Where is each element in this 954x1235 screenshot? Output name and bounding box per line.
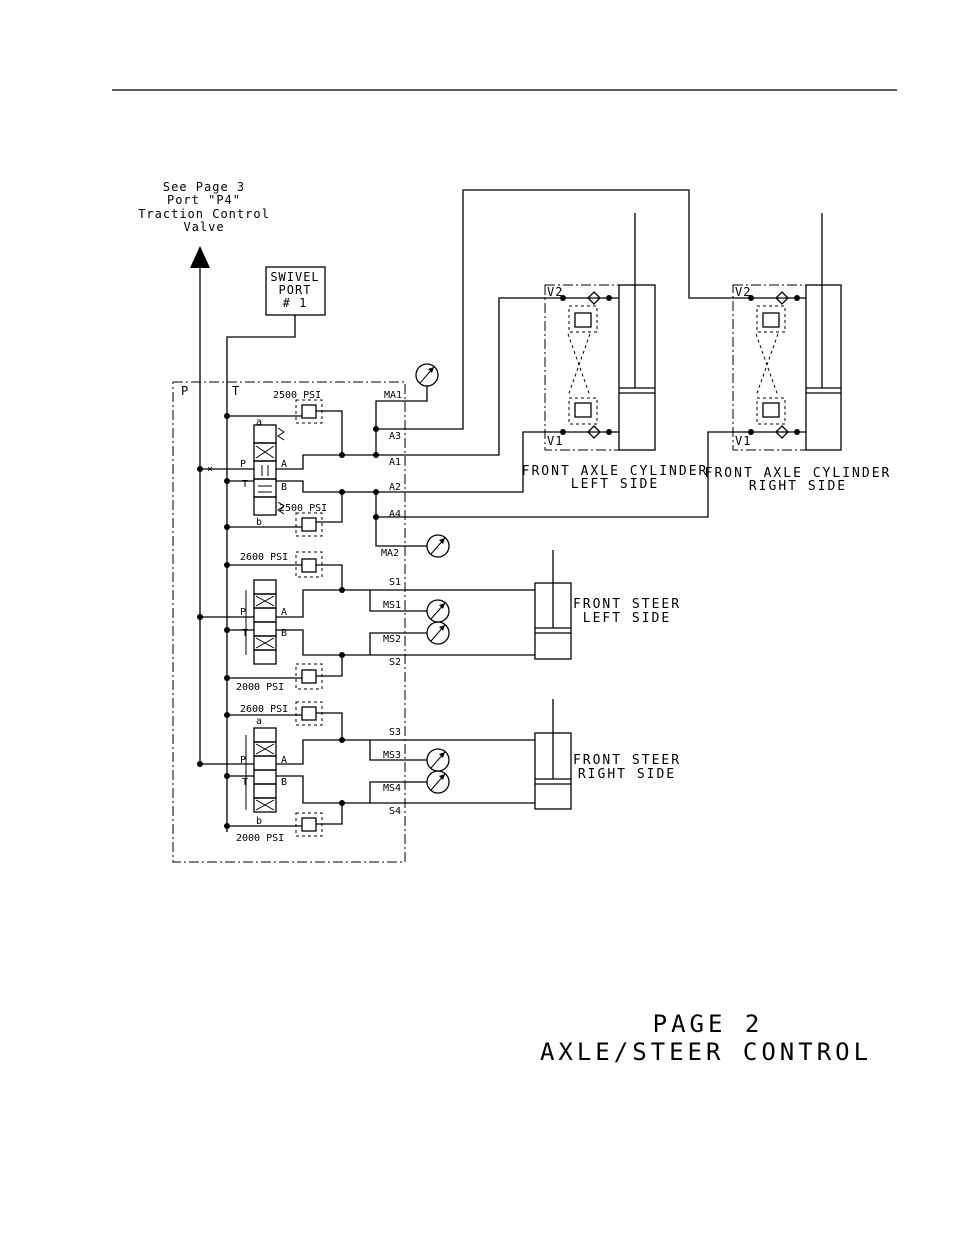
axle-left-v2: V2 — [547, 285, 563, 299]
port-a1: A1 — [389, 457, 401, 468]
manifold-boundary — [172, 381, 406, 863]
relief-r1: 2500 PSI — [273, 390, 321, 401]
relief-r4: 2000 PSI — [236, 682, 284, 693]
axle-right-v2: V2 — [735, 285, 751, 299]
gauge-ms2-icon — [369, 621, 450, 655]
valve1-p: P — [240, 459, 246, 470]
sol-b-label-3: b — [256, 816, 262, 827]
tank-line — [226, 315, 296, 832]
port-ms3: MS3 — [383, 750, 401, 761]
port-s4: S4 — [389, 806, 401, 817]
relief-r5: 2600 PSI — [240, 704, 288, 715]
steer-cylinder-left: FRONT STEER LEFT SIDE — [534, 550, 681, 660]
port-ms4: MS4 — [383, 783, 401, 794]
swivel-port-line2: PORT — [279, 283, 312, 297]
manifold-port-p: P — [181, 384, 189, 398]
valve-section-steer-right: a b P T A B 2600 PSI 2000 PSI — [197, 701, 535, 844]
valve2-b: B — [281, 628, 287, 639]
gauge-ms4-icon — [369, 770, 450, 803]
relief-r3: 2600 PSI — [240, 552, 288, 563]
valve1-t: T — [242, 479, 248, 490]
port-a3: A3 — [389, 431, 401, 442]
port-ma2: MA2 — [381, 548, 399, 559]
port-a4: A4 — [389, 509, 401, 520]
gauge-ms3-icon — [369, 740, 450, 772]
port-s3: S3 — [389, 727, 401, 738]
swivel-port-line3: # 1 — [283, 296, 308, 310]
page-title: AXLE/STEER CONTROL — [540, 1038, 872, 1066]
port-ms1: MS1 — [383, 600, 401, 611]
valve2-t: T — [242, 628, 248, 639]
page-number: PAGE 2 — [653, 1010, 764, 1038]
swivel-port-line1: SWIVEL — [270, 270, 319, 284]
sol-a-label-1: a — [256, 417, 262, 428]
arrow-up-icon — [190, 246, 210, 268]
steer-right-line2: RIGHT SIDE — [578, 767, 676, 782]
gauge-ma1-icon — [375, 363, 439, 429]
axle-left-line1: FRONT AXLE CYLINDER — [522, 464, 709, 479]
port-ms2: MS2 — [383, 634, 401, 645]
valve2-p: P — [240, 607, 246, 618]
line-a3 — [376, 189, 733, 430]
port-s1: S1 — [389, 577, 401, 588]
valve-section-steer-left: P T A B 2600 PSI 2000 PSI — [197, 551, 535, 693]
relief-r6: 2000 PSI — [236, 833, 284, 844]
axle-cylinder-left: V2 V1 FRONT AXLE CYLINDER LEFT SIDE — [522, 213, 709, 492]
source-note-line1: See Page 3 — [163, 180, 245, 194]
valve1-a: A — [281, 459, 287, 470]
source-note-line2: Port "P4" — [167, 193, 241, 207]
line-a4 — [376, 431, 733, 518]
valve3-t: T — [242, 777, 248, 788]
axle-left-v1: V1 — [547, 434, 563, 448]
port-a2: A2 — [389, 482, 401, 493]
steer-left-line2: LEFT SIDE — [583, 611, 671, 626]
steer-right-line1: FRONT STEER — [573, 753, 681, 768]
gauge-ms1-icon — [369, 590, 450, 623]
source-note: See Page 3 Port "P4" Traction Control Va… — [138, 180, 270, 234]
axle-right-v1: V1 — [735, 434, 751, 448]
axle-left-line2: LEFT SIDE — [571, 477, 659, 492]
source-note-line3: Traction Control — [138, 207, 270, 221]
sol-b-label-1: b — [256, 517, 262, 528]
valve3-a: A — [281, 755, 287, 766]
valve3-b: B — [281, 777, 287, 788]
line-a2 — [376, 431, 545, 493]
valve1-b: B — [281, 482, 287, 493]
valve-section-axle: a b P T A B × 2500 PSI 2500 PSI — [197, 390, 379, 537]
valve3-p: P — [240, 755, 246, 766]
sol-a-label-3: a — [256, 716, 262, 727]
axle-right-line2: RIGHT SIDE — [749, 479, 847, 494]
svg-text:×: × — [207, 464, 213, 475]
axle-right-line1: FRONT AXLE CYLINDER — [705, 466, 892, 481]
gauge-ma2-icon — [375, 517, 450, 558]
valve2-a: A — [281, 607, 287, 618]
port-s2: S2 — [389, 657, 401, 668]
steer-left-line1: FRONT STEER — [573, 597, 681, 612]
line-a1 — [376, 297, 545, 456]
manifold-port-labels: MA1 A3 A1 A2 A4 MA2 S1 MS1 MS2 S2 S3 MS3… — [381, 390, 402, 817]
manifold-port-t: T — [232, 384, 240, 398]
relief-r2: 2500 PSI — [279, 503, 327, 514]
steer-cylinder-right: FRONT STEER RIGHT SIDE — [534, 699, 681, 810]
axle-cylinder-right: V2 V1 FRONT AXLE CYLINDER RIGHT SIDE — [705, 213, 892, 494]
source-note-line4: Valve — [183, 220, 224, 234]
port-ma1: MA1 — [384, 390, 402, 401]
